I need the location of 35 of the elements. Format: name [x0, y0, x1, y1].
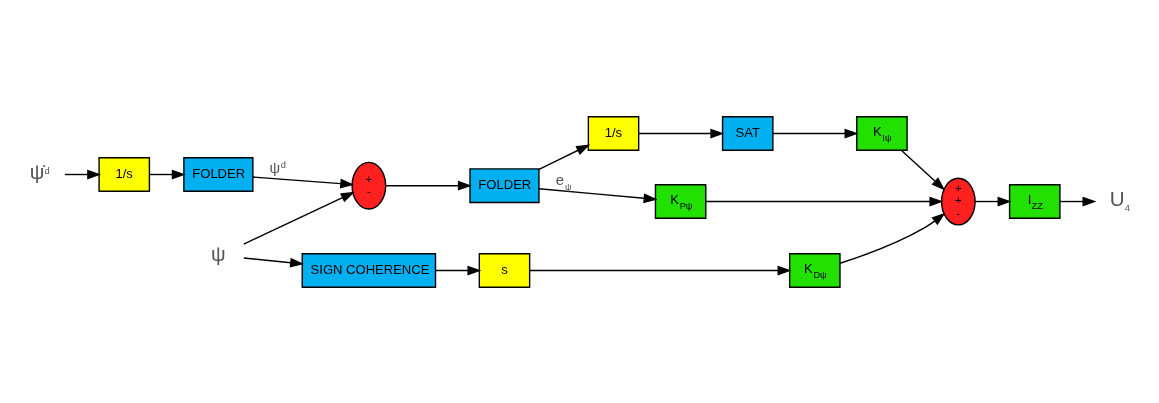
node-box: SIGN COHERENCE [301, 252, 437, 288]
node-box: SAT [721, 115, 774, 151]
arrow [64, 169, 102, 179]
node-box: K$_{Iψ}$ [856, 115, 908, 151]
arrow [772, 128, 859, 138]
node-text: ψ̇$^{d}$ [29, 159, 50, 183]
arrow [839, 212, 946, 264]
node-box: I$_{ZZ}$ [1008, 183, 1061, 219]
edge-label: e$_{ψ}$ [555, 171, 572, 192]
node-text: U$_{4}$ [1109, 186, 1130, 213]
node-ellipse: + - [351, 161, 387, 210]
node-box: 1/s [587, 115, 640, 151]
arrow [435, 265, 482, 275]
node-box: K$_{Pψ}$ [654, 183, 707, 219]
arrow [243, 191, 355, 245]
arrow [900, 149, 946, 190]
arrow [538, 187, 658, 203]
arrow [638, 128, 725, 138]
node-box: FOLDER [469, 167, 540, 203]
arrow [243, 256, 305, 268]
node-box: 1/s [98, 156, 151, 192]
arrow [148, 169, 186, 179]
edge-label: ψ$^{d}$ [269, 159, 286, 176]
node-ellipse: + + - [940, 177, 976, 226]
arrow [1059, 196, 1097, 206]
arrow [385, 180, 472, 191]
node-box: s [478, 252, 531, 288]
node-text: ψ [210, 241, 226, 265]
arrow [705, 196, 944, 206]
node-box: FOLDER [183, 156, 254, 192]
arrow [974, 196, 1012, 206]
arrow [529, 265, 792, 275]
arrow [538, 143, 591, 170]
arrow [252, 175, 355, 188]
node-box: K$_{Dψ}$ [788, 252, 841, 288]
